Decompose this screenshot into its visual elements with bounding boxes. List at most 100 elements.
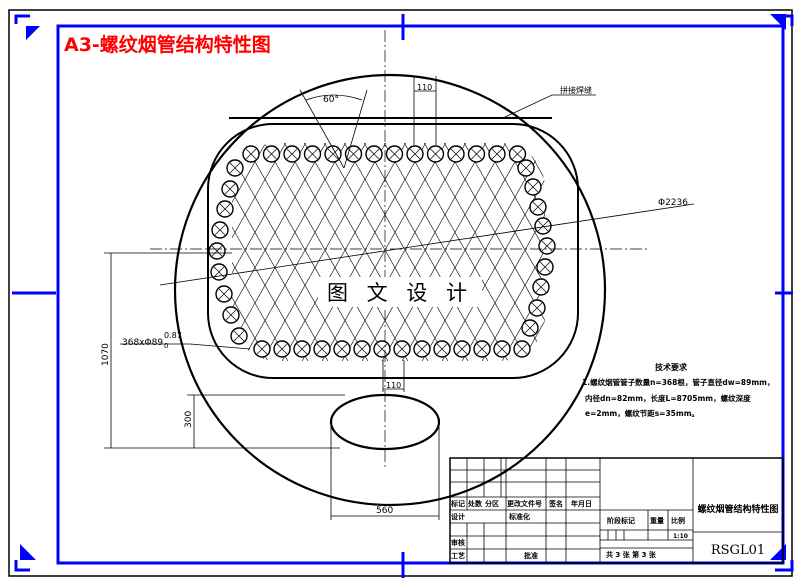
diameter-label: Φ2236 (658, 198, 688, 208)
lattice-line (560, 100, 730, 400)
lattice-line (700, 100, 801, 400)
stage-mark-label: 阶段标记 (607, 516, 635, 525)
dim-horizontal-manhole-label: 560 (376, 506, 393, 516)
tube-cross (229, 162, 241, 174)
pitch-top-dimension (413, 76, 437, 145)
lattice-line (580, 100, 750, 400)
lattice-line (0, 100, 50, 400)
tube-cross (276, 343, 288, 355)
lattice-line (0, 100, 150, 400)
lattice-line (0, 100, 30, 400)
dim-horizontal-manhole (330, 422, 440, 520)
title-block-drawing-name: 螺纹烟管结构特性图 (697, 503, 778, 515)
tube-cross (213, 266, 225, 278)
tube-cross (233, 330, 245, 342)
dim-vertical-manhole (187, 394, 345, 448)
tube-cross (336, 343, 348, 355)
tube-cross (245, 148, 257, 160)
tube-cross (225, 309, 237, 321)
lattice-line (60, 100, 230, 400)
lattice-line (459, 143, 545, 361)
tech-notes-heading: 技术要求 (655, 362, 688, 372)
lattice-line (720, 100, 801, 400)
lattice-line (0, 100, 110, 400)
lattice-line (0, 100, 90, 400)
lattice-line (620, 100, 790, 400)
dim-vertical-total (104, 252, 340, 449)
title-block-drawing-no: RSGL01 (711, 543, 765, 558)
tube-cross (527, 181, 539, 193)
lattice-line (0, 100, 170, 400)
angle-dimension (299, 89, 368, 169)
tech-notes-line-3: e=2mm，螺纹节距s=35mm。 (585, 408, 699, 418)
lattice-line (760, 100, 801, 400)
row-approve: 批准 (524, 551, 538, 560)
tube-tolerance-lower: 0 (164, 342, 168, 350)
lattice-line (479, 143, 545, 361)
tube-tolerance-upper: 0.87 (164, 331, 182, 340)
tube-cross (535, 281, 547, 293)
tube-cross (224, 183, 236, 195)
lattice-line (640, 100, 801, 400)
tube-cross (356, 343, 368, 355)
tube-cross (218, 288, 230, 300)
tube-cross (520, 162, 532, 174)
lattice-line (0, 100, 110, 400)
diameter-leader (159, 203, 695, 286)
lattice-line (660, 100, 801, 400)
lattice-line (660, 100, 801, 400)
tube-cross (409, 148, 421, 160)
corner-marks (14, 14, 794, 572)
lattice-line (60, 100, 230, 400)
scale-value: 1:10 (673, 533, 688, 540)
weight-label: 重量 (650, 516, 664, 525)
tube-cross (430, 148, 441, 160)
watermark-text: 图 文 设 计 (327, 281, 473, 305)
lattice-line (232, 143, 311, 361)
tube-cross (368, 148, 380, 160)
tube-cross (539, 261, 551, 273)
row-review: 审核 (451, 538, 465, 547)
tech-notes-line-2: 内径dn=82mm，长度L=8705mm，螺纹深度 (585, 393, 751, 403)
lattice-line (0, 100, 150, 400)
pitch-bottom-label: 110 (386, 381, 401, 390)
angle-label: 60° (323, 95, 339, 105)
tube-cross (316, 343, 328, 355)
tube-cross (389, 148, 400, 160)
lattice-line (560, 100, 730, 400)
tube-cross (327, 148, 339, 160)
rev-header-mark: 标记 (450, 499, 465, 508)
tube-spec-leader (120, 343, 251, 350)
tech-notes-line-1: 1.螺纹烟管管子数量n=368根，管子直径dw=89mm， (582, 377, 775, 387)
scale-label: 比例 (671, 516, 685, 525)
lattice-line (0, 100, 50, 400)
tube-cross (476, 343, 488, 355)
tube-cross (471, 148, 482, 160)
tube-bundle-outline (207, 123, 579, 379)
tube-cross (516, 343, 528, 355)
tube-cross (491, 148, 503, 160)
rev-header-date: 年月日 (571, 499, 592, 508)
lattice-line (620, 100, 790, 400)
tube-cross (211, 245, 223, 257)
title-block-text: 标记 处数 分区 更改文件号 签名 年月日 设计 标准化 审核 工艺 批准 阶段… (450, 499, 688, 560)
rev-header-sign: 签名 (548, 499, 563, 508)
dim-vertical-manhole-label: 300 (184, 411, 194, 428)
lattice-line (0, 100, 170, 400)
tube-cross (348, 148, 359, 160)
tube-cross (532, 201, 544, 213)
dim-vertical-total-label: 1070 (101, 343, 111, 366)
lattice-line (539, 143, 545, 361)
row-process: 工艺 (451, 551, 465, 560)
lattice-line (600, 100, 770, 400)
tube-cross (512, 148, 523, 160)
row-design: 设计 (451, 512, 465, 521)
tube-cross (436, 343, 448, 355)
rev-header-count: 处数 (467, 499, 483, 508)
sheet-count: 共 3 张 第 3 张 (606, 550, 657, 559)
page-title: A3-螺纹烟管结构特性图 (64, 33, 271, 56)
tube-cross (537, 220, 549, 232)
tube-cross (266, 148, 277, 160)
lattice-line (700, 100, 801, 400)
